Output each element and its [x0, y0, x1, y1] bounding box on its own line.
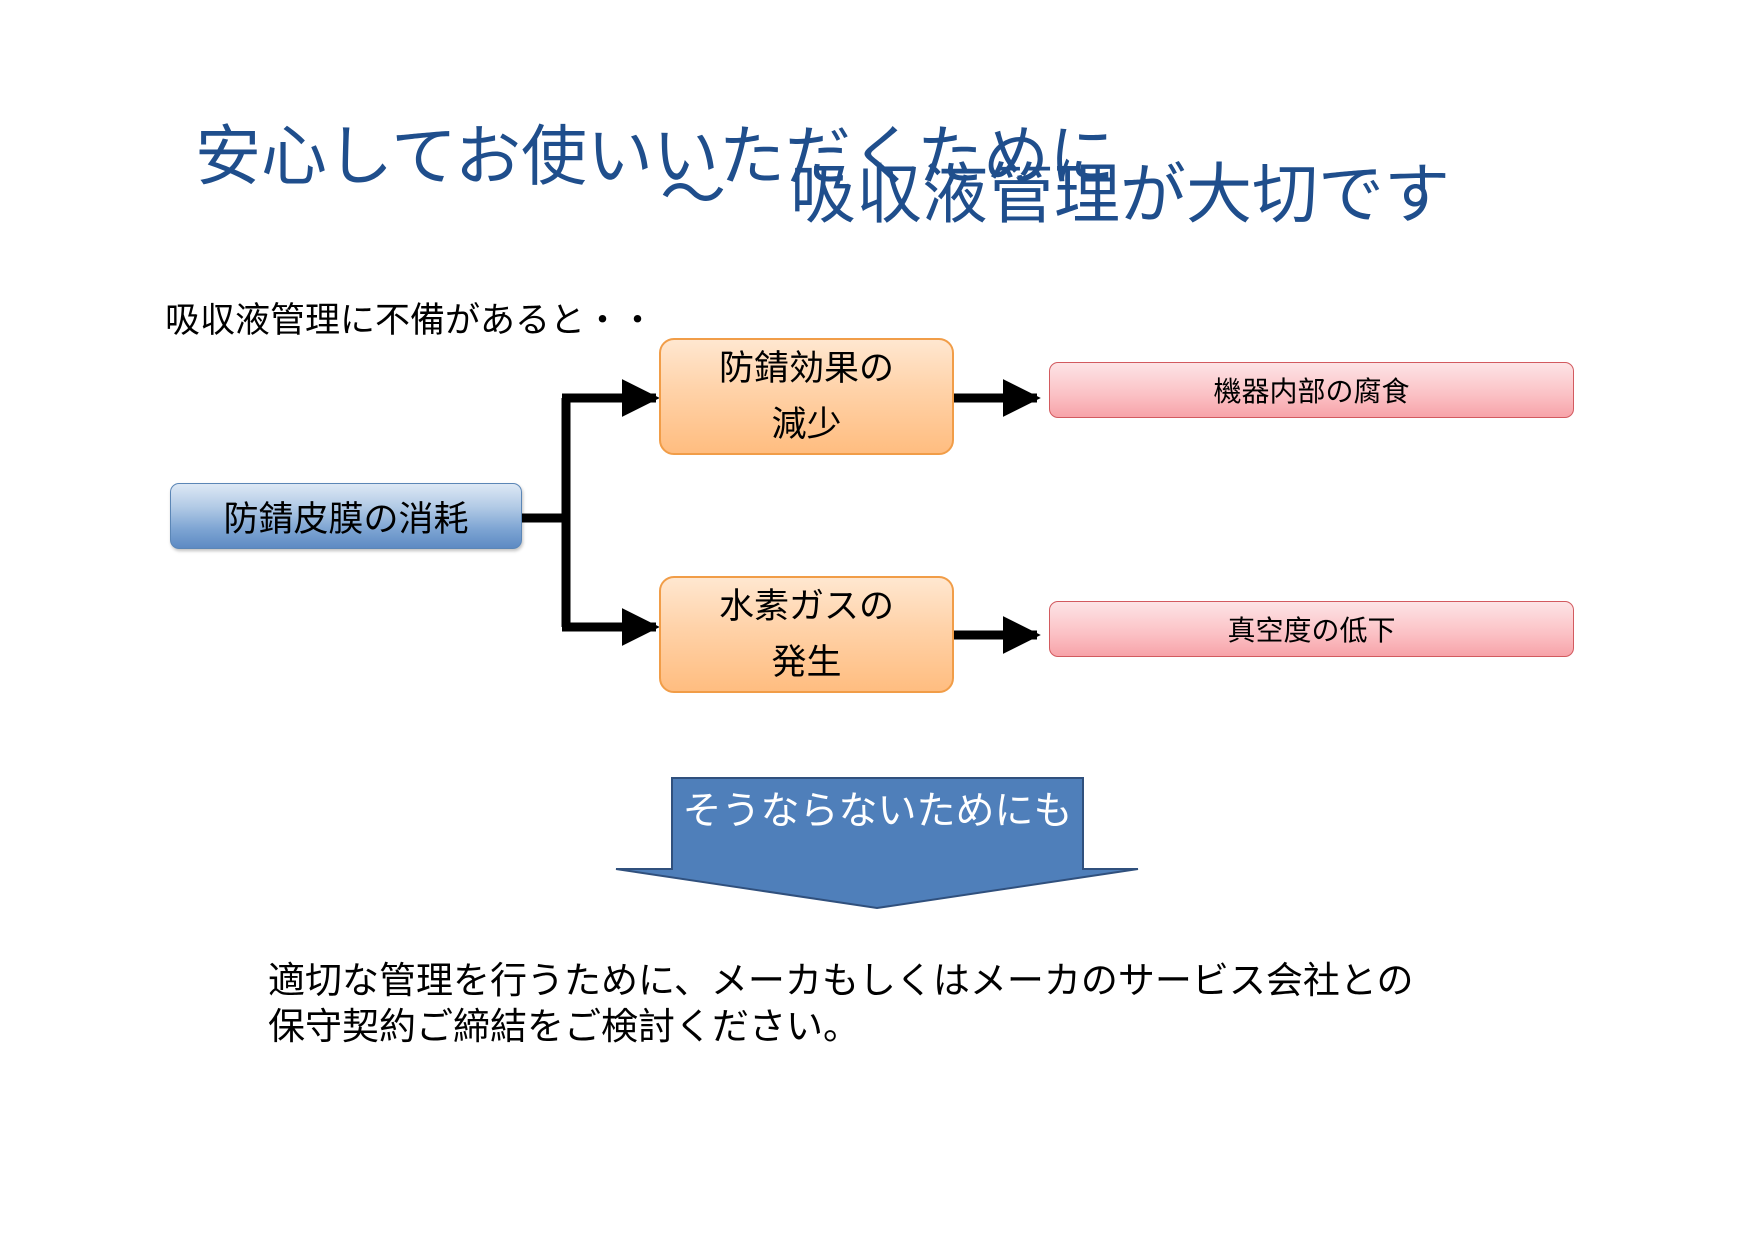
tilde-mark: ～ [660, 156, 726, 233]
effect-box-2: 水素ガスの 発生 [659, 576, 954, 693]
result-box-2: 真空度の低下 [1049, 601, 1574, 657]
effect-2-line2: 発生 [771, 642, 842, 683]
page-subtitle: ～吸収液管理が大切です [660, 162, 1450, 228]
result-box-1: 機器内部の腐食 [1049, 362, 1574, 418]
effect-1-line2: 減少 [771, 404, 842, 445]
effect-1-line1: 防錆効果の [718, 348, 894, 389]
callout-text: そうならないためにも [682, 789, 1073, 834]
page-subtitle-text: 吸収液管理が大切です [790, 156, 1450, 233]
recommendation-line-1: 適切な管理を行うために、メーカもしくはメーカのサービス会社との [268, 959, 1414, 1002]
recommendation-line-2: 保守契約ご締結をご検討ください。 [268, 1005, 860, 1048]
cause-box: 防錆皮膜の消耗 [170, 483, 522, 549]
recommendation-text: 適切な管理を行うために、メーカもしくはメーカのサービス会社との 保守契約ご締結を… [268, 958, 1414, 1050]
effect-box-1: 防錆効果の 減少 [659, 338, 954, 455]
effect-2-line1: 水素ガスの [718, 586, 894, 627]
page-title: 安心してお使いいただくために [195, 118, 1116, 196]
down-arrow-shape [615, 777, 1139, 910]
intro-text: 吸収液管理に不備があると・・ [165, 301, 656, 341]
